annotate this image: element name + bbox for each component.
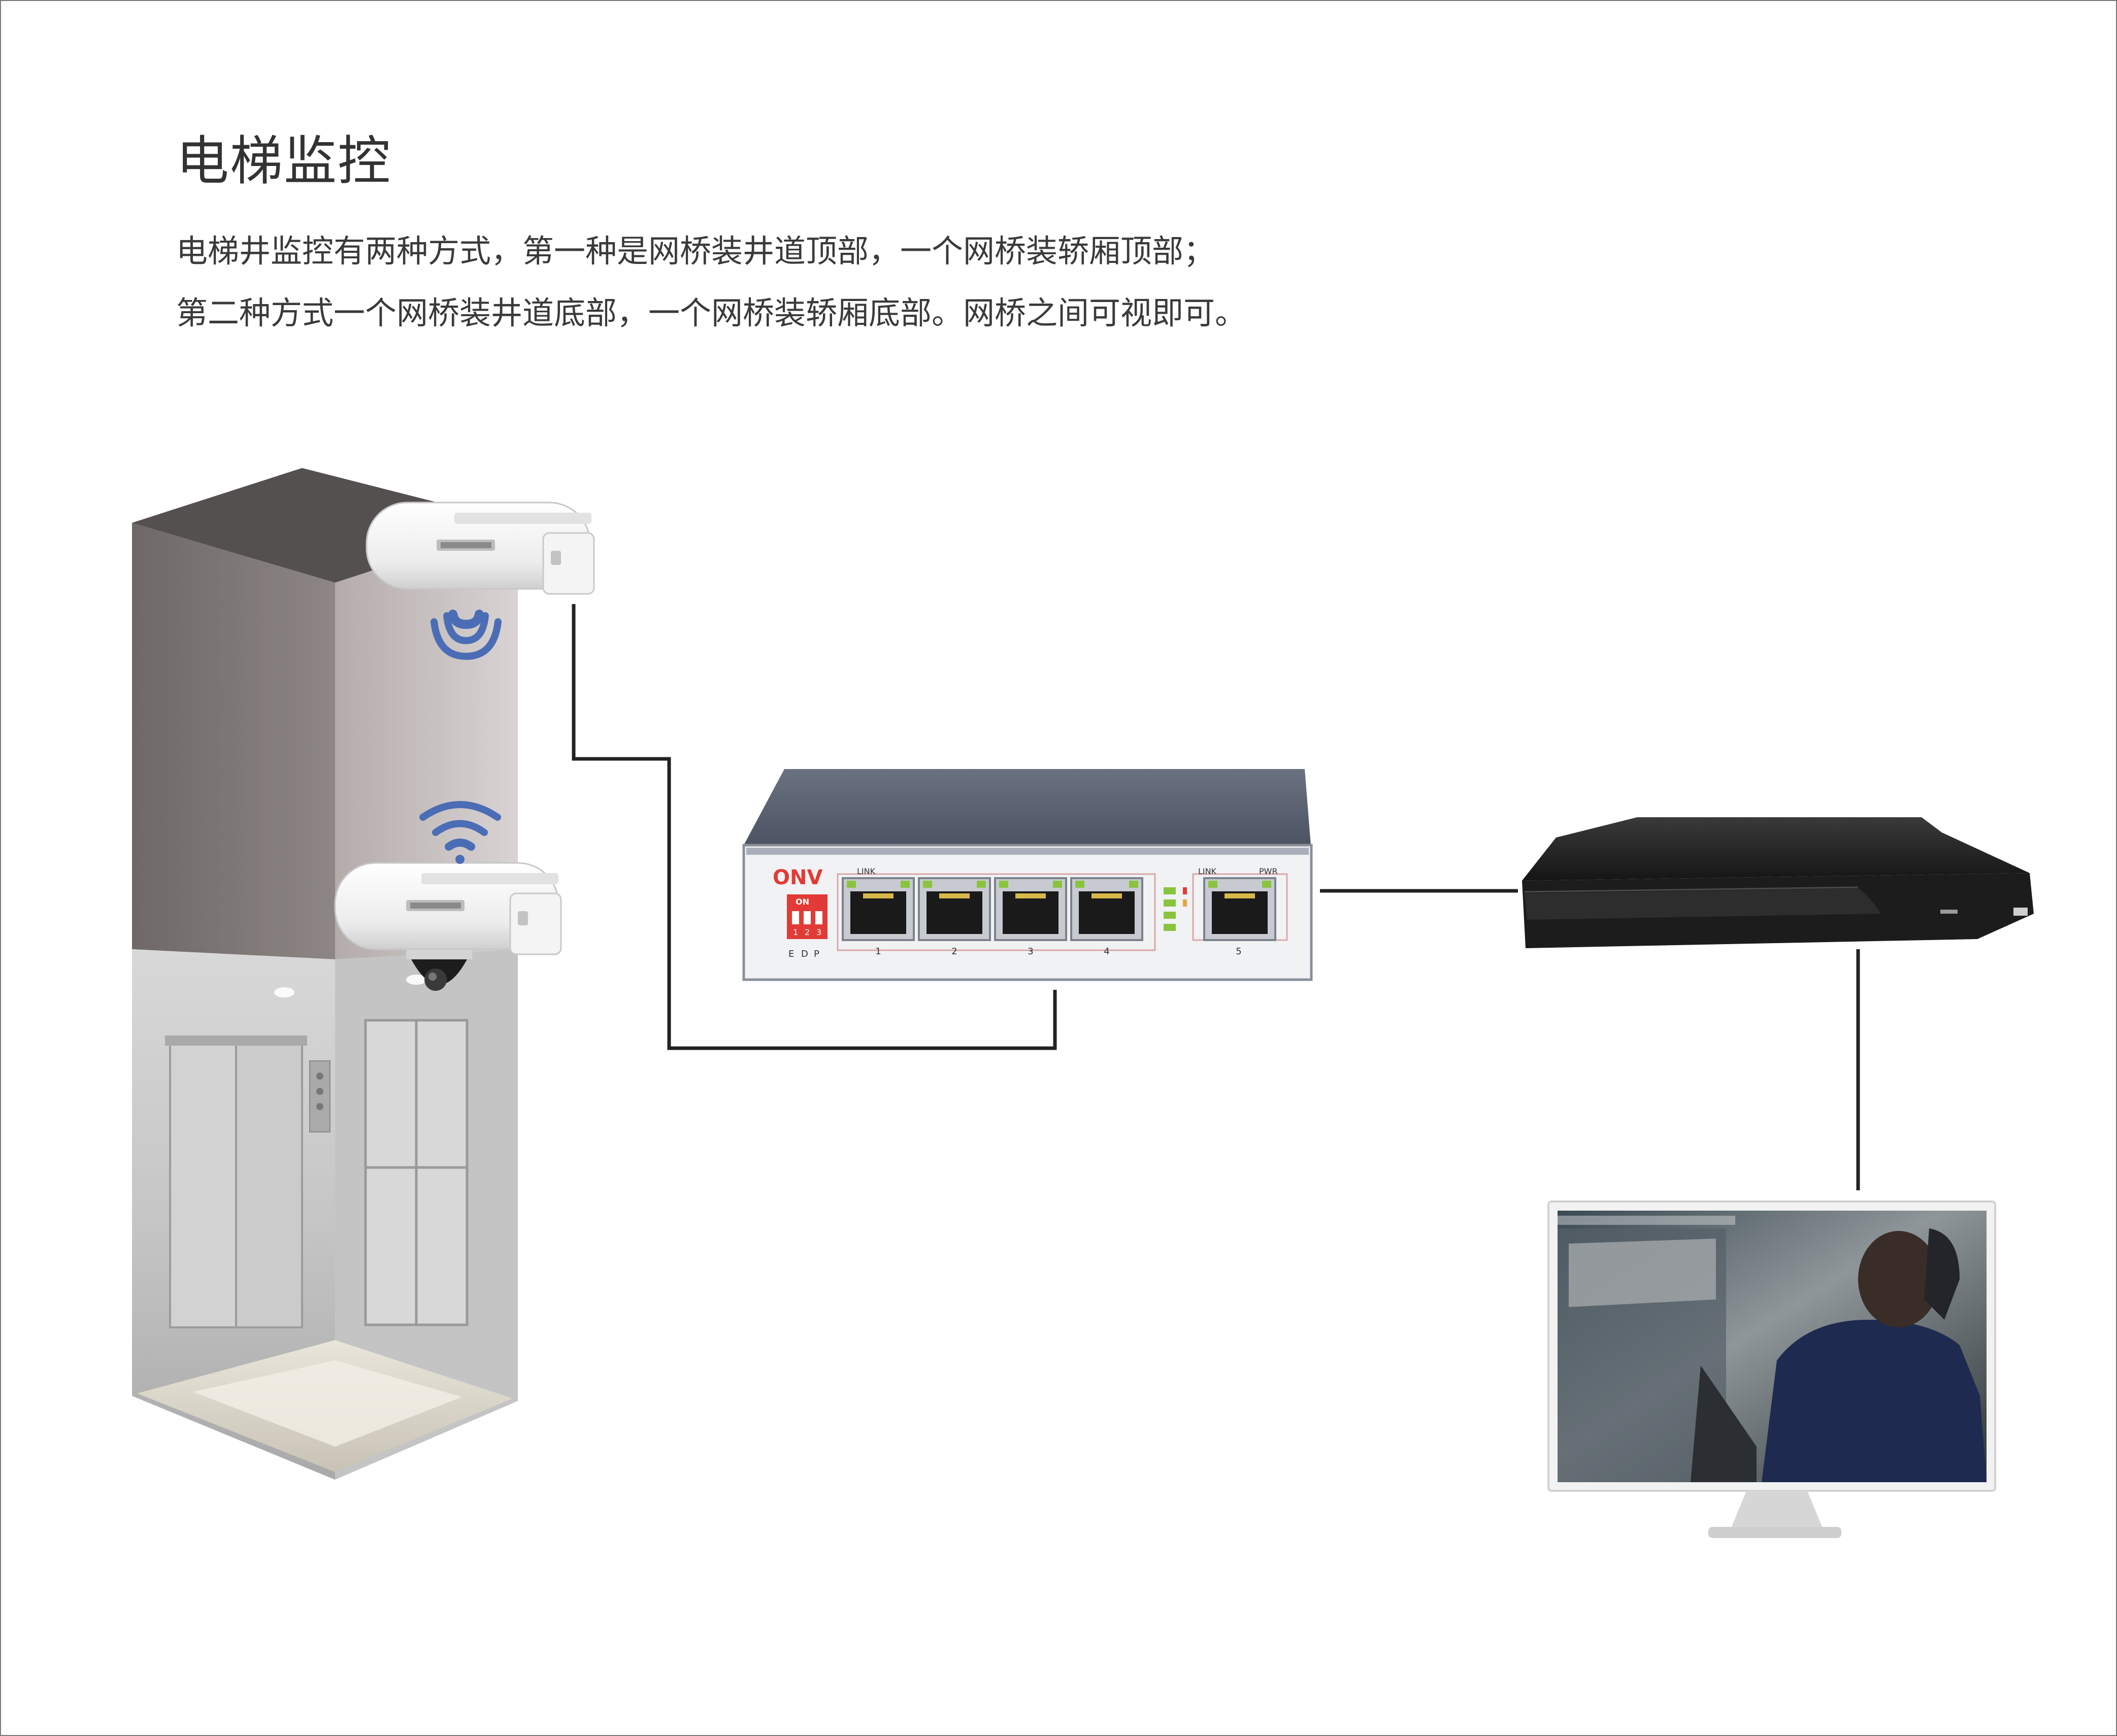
- switch-brand: ONV: [773, 866, 822, 889]
- network-cables: [572, 604, 1860, 1190]
- dip-number-1: 1: [793, 927, 798, 937]
- dip-on-label: ON: [796, 897, 809, 907]
- port-number-4: 4: [1104, 946, 1109, 957]
- dip-label-p: P: [814, 949, 819, 959]
- wifi-signal-icon-down: [431, 610, 502, 660]
- poe-switch: ONV ON 1 2 3 E D P LINK: [742, 769, 1313, 981]
- cable-bridge-to-switch: [572, 604, 1057, 1050]
- port-number-1: 1: [875, 946, 881, 957]
- dip-number-2: 2: [805, 927, 810, 937]
- rj45-port-3: [994, 877, 1067, 941]
- rj45-port-2: [918, 877, 991, 941]
- rj45-port-5: [1203, 877, 1276, 941]
- status-leds: [1164, 887, 1187, 931]
- rj45-port-1: [842, 877, 915, 941]
- page-title: 电梯监控: [176, 130, 392, 192]
- rj45-port-4: [1070, 877, 1143, 941]
- port-number-2: 2: [951, 946, 957, 957]
- uplink-link-label: LINK: [1198, 866, 1217, 876]
- port-number-3: 3: [1028, 946, 1033, 957]
- nvr-recorder: [1522, 817, 2034, 948]
- wifi-signal-icon-up: [419, 801, 501, 864]
- dip-number-3: 3: [816, 927, 821, 937]
- dip-label-e: E: [788, 949, 794, 959]
- description-line-1: 电梯井监控有两种方式，第一种是网桥装井道顶部，一个网桥装轿厢顶部；: [176, 232, 1215, 270]
- dip-label-d: D: [801, 949, 808, 959]
- pwr-label: PWR: [1259, 866, 1278, 876]
- link-label: LINK: [857, 866, 876, 876]
- monitor: [1547, 1200, 1996, 1538]
- uplink-port-number: 5: [1236, 946, 1241, 957]
- description-line-2: 第二种方式一个网桥装井道底部，一个网桥装轿厢底部。网桥之间可视即可。: [176, 294, 1247, 331]
- wireless-bridge-top: [366, 502, 595, 595]
- wireless-bridge-cabin: [334, 862, 562, 955]
